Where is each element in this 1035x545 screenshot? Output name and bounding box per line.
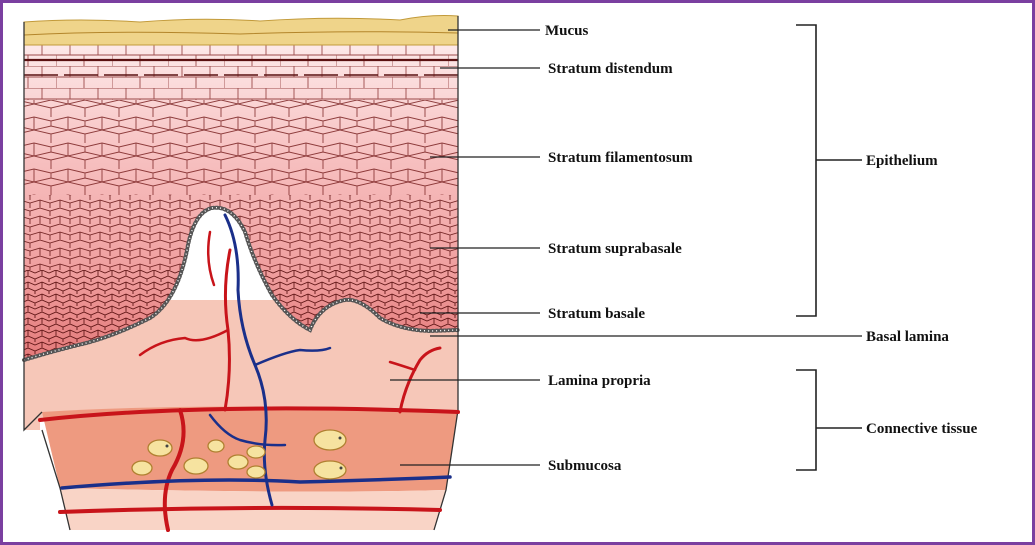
stratum-distendum-cells — [24, 45, 458, 100]
stratum-filamentosum-cells — [24, 100, 458, 195]
label-stratum-basale: Stratum basale — [548, 306, 645, 322]
label-basal-lamina: Basal lamina — [866, 329, 949, 345]
label-epithelium: Epithelium — [866, 153, 938, 169]
label-submucosa: Submucosa — [548, 458, 622, 474]
connective-tissue-bracket — [796, 370, 862, 470]
label-lamina-propria: Lamina propria — [548, 373, 651, 389]
label-mucus: Mucus — [545, 23, 589, 39]
epithelium-bracket — [796, 25, 862, 316]
label-stratum-distendum: Stratum distendum — [548, 61, 673, 77]
stratum-suprabasale-cells — [24, 195, 458, 270]
label-connective-tissue: Connective tissue — [866, 421, 978, 437]
mucus-layer — [24, 16, 458, 46]
tissue-block — [24, 16, 458, 531]
label-stratum-suprabasale: Stratum suprabasale — [548, 241, 682, 257]
label-stratum-filamentosum: Stratum filamentosum — [548, 150, 693, 166]
